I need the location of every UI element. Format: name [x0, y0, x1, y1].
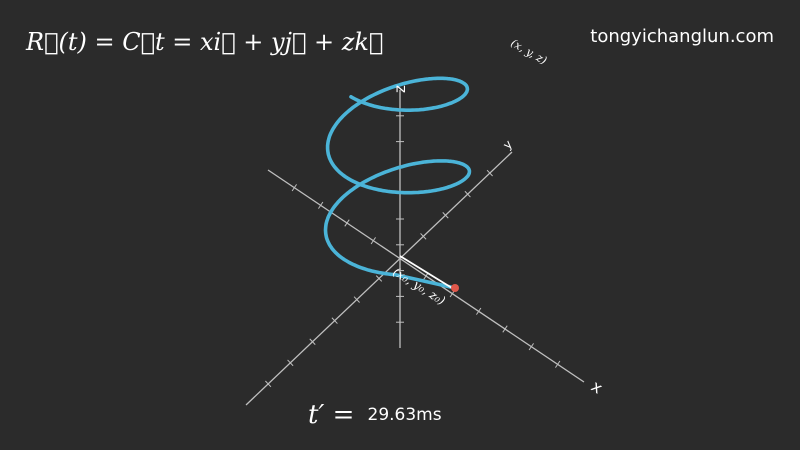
position-vector-formula: R⃗(t) = C⃗t = xi⃗ + yj⃗ + zk⃗	[26, 28, 384, 56]
axis-tick	[555, 360, 561, 368]
time-readout: t′ = 29.63ms	[308, 400, 442, 430]
axis-tick	[464, 190, 471, 198]
watermark: tongyichanglun.com	[590, 26, 774, 47]
axis-tick	[476, 307, 482, 315]
axis-tick	[309, 338, 316, 345]
x-axis-label: x	[588, 376, 606, 397]
axis-tick	[353, 296, 360, 303]
end-point-label: (x, y, z)	[509, 36, 550, 67]
axis-tick	[502, 325, 508, 333]
helix-curve	[323, 76, 472, 290]
time-value: 29.63ms	[367, 405, 442, 425]
axis-tick	[291, 184, 297, 192]
time-label: t′ =	[308, 400, 355, 430]
axis-tick	[344, 219, 350, 227]
axis-tick	[370, 237, 376, 245]
axis-ticks	[265, 115, 561, 388]
initial-vector-arrow	[399, 255, 453, 289]
axis-tick	[486, 169, 493, 177]
axis-tick	[375, 275, 383, 282]
z-axis-label: z	[391, 85, 409, 93]
axis-tick	[420, 233, 427, 240]
y-axis-label: y	[500, 137, 515, 152]
axis-tick	[318, 201, 324, 209]
axis-tick	[287, 359, 294, 367]
axis-tick	[265, 380, 272, 388]
start-point	[451, 284, 459, 292]
axis-tick	[331, 317, 338, 324]
axis-tick	[442, 212, 449, 219]
axis-tick	[528, 343, 534, 351]
